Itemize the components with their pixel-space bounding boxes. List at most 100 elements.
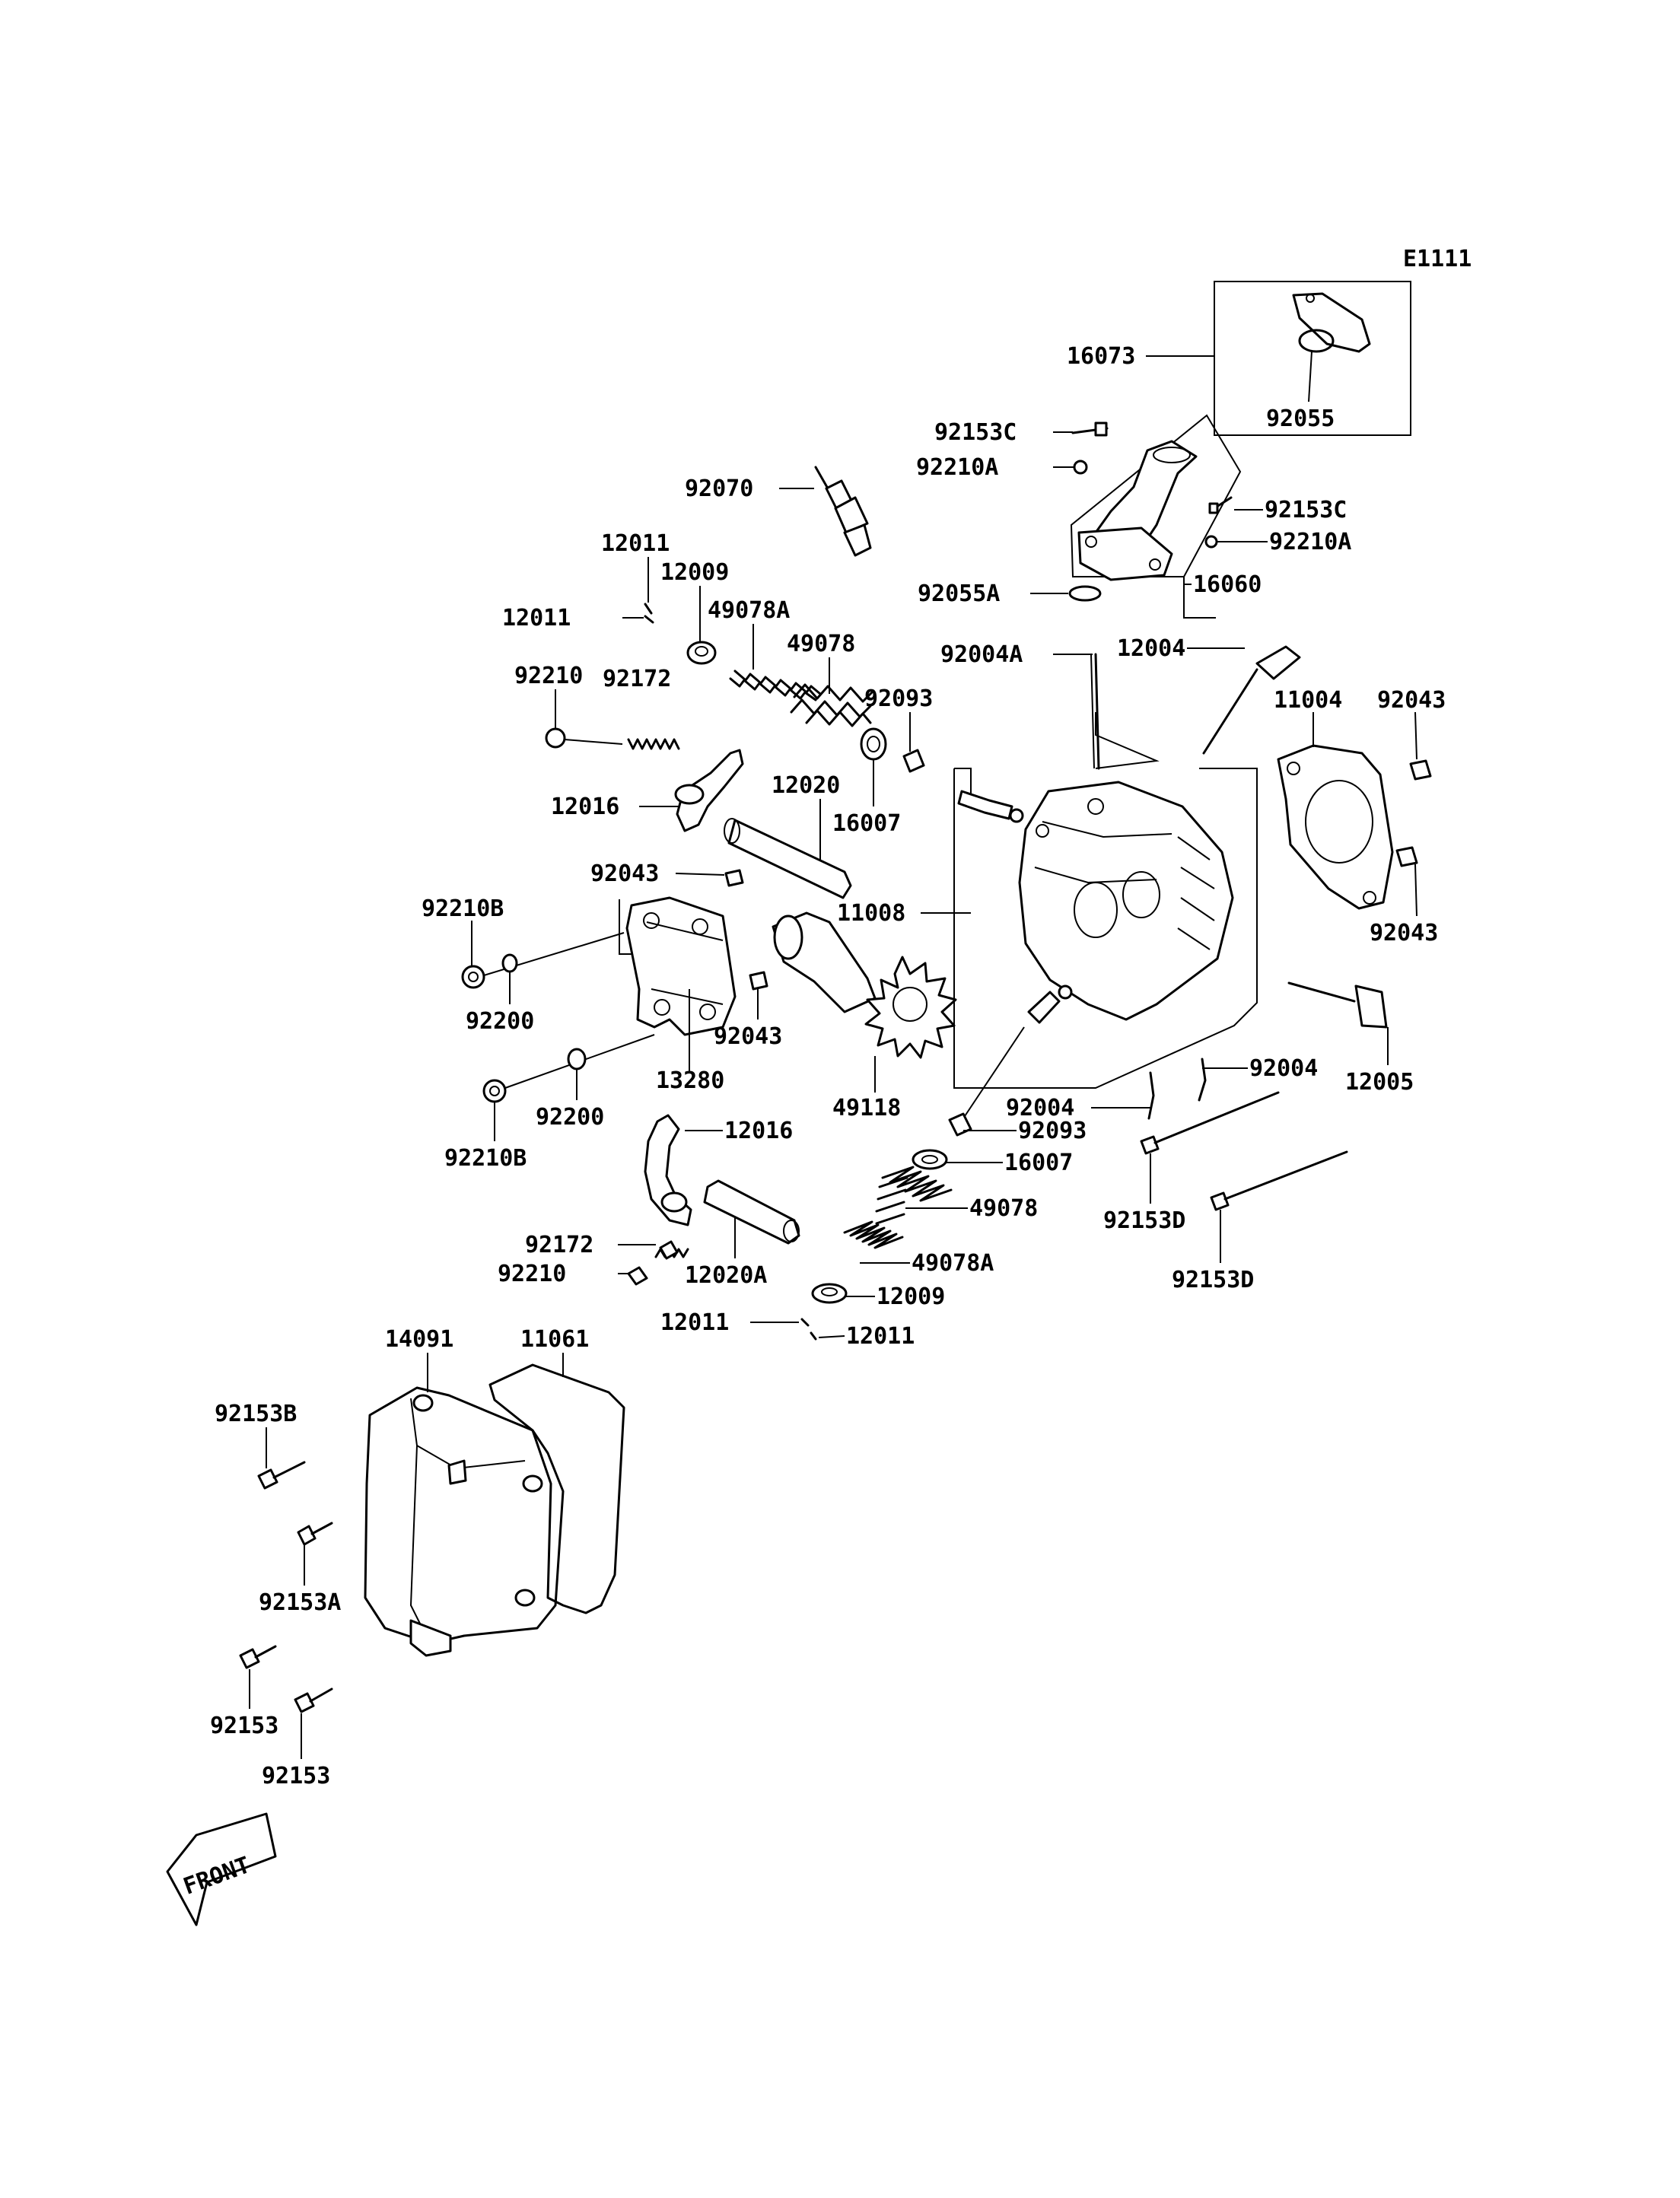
leader-lines — [249, 355, 1418, 1759]
callout-49078A-top: 49078A — [708, 597, 790, 624]
intake-valve-12005 — [1287, 981, 1388, 1029]
callout-11004: 11004 — [1274, 687, 1342, 714]
callout-11008: 11008 — [837, 900, 905, 927]
bolt-92153B — [257, 1461, 306, 1490]
stud-92004A — [1090, 653, 1100, 770]
callout-16007-lower: 16007 — [1004, 1150, 1073, 1176]
rocker-arm-12016-top — [674, 749, 744, 832]
callout-92043-upper-right: 92043 — [1377, 687, 1446, 714]
stud-92004-right — [1198, 1058, 1207, 1102]
bolt-92153C-right — [1208, 496, 1233, 514]
callout-12016-lower: 12016 — [724, 1118, 793, 1144]
callout-92153-left: 92153 — [210, 1713, 278, 1739]
callout-92004-right: 92004 — [1249, 1055, 1318, 1082]
stem-seal-16007-lower — [912, 1149, 948, 1170]
callout-14091: 14091 — [385, 1326, 453, 1353]
pin-92043-cam — [749, 971, 768, 991]
callout-12004: 12004 — [1117, 635, 1185, 662]
callout-92004-left: 92004 — [1006, 1095, 1074, 1121]
callout-labels: E1111 16073 92055 92153C 92210A 92153C 9… — [210, 246, 1472, 1789]
bolt-92153A — [297, 1522, 333, 1546]
callout-16060: 16060 — [1193, 571, 1262, 598]
front-direction-arrow: FRONT — [166, 1812, 277, 1926]
callout-16073: 16073 — [1067, 343, 1135, 370]
callout-92153C-right: 92153C — [1265, 497, 1347, 523]
retainer-12009-lower — [811, 1283, 848, 1304]
valve-guide-lower — [1027, 984, 1073, 1024]
callout-12005: 12005 — [1345, 1069, 1414, 1096]
callout-92043-cam: 92043 — [714, 1023, 782, 1050]
nut-92210-top — [545, 727, 566, 749]
pin-92043-mid — [724, 869, 744, 887]
adjuster-92172-lower — [654, 1240, 689, 1260]
callout-92043-mid: 92043 — [590, 860, 659, 887]
callout-12009-lower: 12009 — [877, 1283, 945, 1310]
long-bolt-92153D-lower — [1210, 1150, 1348, 1211]
kit-box-16073 — [1214, 281, 1411, 436]
spark-plug-92070 — [814, 466, 872, 557]
callout-13280: 13280 — [656, 1067, 724, 1094]
washer-92200-top — [501, 953, 518, 973]
callout-49078A-lower: 49078A — [912, 1250, 994, 1277]
cap-92093-lower — [948, 1112, 972, 1137]
stud-leader — [1095, 712, 1160, 769]
callout-12011-a: 12011 — [601, 530, 670, 557]
spring-49078-lower — [875, 1166, 953, 1225]
stud-92004-left — [1147, 1071, 1155, 1120]
adjuster-92172-top — [627, 738, 680, 750]
callout-11061: 11061 — [520, 1326, 589, 1353]
insulator-part-16073 — [1292, 292, 1371, 353]
o-ring-92055 — [1298, 329, 1335, 353]
callout-92153D-lower: 92153D — [1172, 1267, 1254, 1293]
rocker-arm-12016-lower — [644, 1114, 692, 1226]
retainer-12009-top — [686, 641, 717, 665]
cylinder-head-11008 — [1018, 781, 1234, 1021]
stem-seal-16007-top — [860, 727, 887, 761]
cap-92093-top — [902, 749, 925, 773]
cotter-12011-lower — [800, 1318, 817, 1341]
callout-16007-top: 16007 — [832, 810, 901, 837]
callout-92055: 92055 — [1266, 406, 1335, 432]
valve-guide-axis — [963, 1026, 1025, 1119]
callout-92093-lower: 92093 — [1018, 1118, 1087, 1144]
diagram-code: E1111 — [1403, 246, 1472, 272]
callout-92210A-right: 92210A — [1269, 529, 1351, 555]
callout-92070: 92070 — [685, 476, 753, 502]
o-ring-92055A — [1068, 585, 1102, 602]
callout-92153A: 92153A — [259, 1589, 341, 1616]
callout-12009-top: 12009 — [660, 559, 729, 586]
long-bolt-92153D-upper — [1140, 1091, 1280, 1155]
bolt-92153-left — [239, 1645, 277, 1669]
callout-92200-top: 92200 — [466, 1008, 534, 1035]
callout-12011-b: 12011 — [502, 605, 571, 631]
callout-12011-d: 12011 — [846, 1323, 915, 1350]
cotter-12011-top — [644, 603, 654, 624]
spring-49078A-top — [729, 670, 822, 701]
holder-bracket-line — [619, 899, 632, 955]
callout-92210A-top: 92210A — [916, 454, 998, 481]
callout-12020: 12020 — [772, 772, 840, 799]
bolt-92153C-top — [1071, 421, 1109, 437]
cover-gasket-11061 — [488, 1363, 625, 1614]
rocker-shaft-12020A — [703, 1179, 800, 1245]
dowel-92043-lower-right — [1395, 846, 1418, 867]
spring-49078-top — [790, 683, 875, 727]
intake-pipe-16060 — [1077, 440, 1198, 581]
callout-49118: 49118 — [832, 1095, 901, 1121]
head-group-outline — [953, 768, 1258, 1089]
callout-12020A: 12020A — [685, 1262, 767, 1289]
callout-92210-lower: 92210 — [498, 1261, 566, 1287]
fitting-head-left — [957, 790, 1024, 823]
washer-92200-bottom — [567, 1048, 587, 1070]
callout-12011-c: 12011 — [660, 1309, 729, 1336]
callout-92093-top: 92093 — [864, 685, 933, 712]
head-gasket-11004 — [1277, 744, 1394, 910]
callout-92043-lower-right: 92043 — [1370, 920, 1438, 946]
callout-92004A: 92004A — [940, 641, 1023, 668]
callout-92172-top: 92172 — [603, 666, 671, 692]
callout-92153B: 92153B — [215, 1401, 297, 1427]
callout-49078-top: 49078 — [787, 631, 855, 657]
callout-92055A: 92055A — [918, 581, 1000, 607]
nut-92210A-right — [1204, 535, 1218, 549]
